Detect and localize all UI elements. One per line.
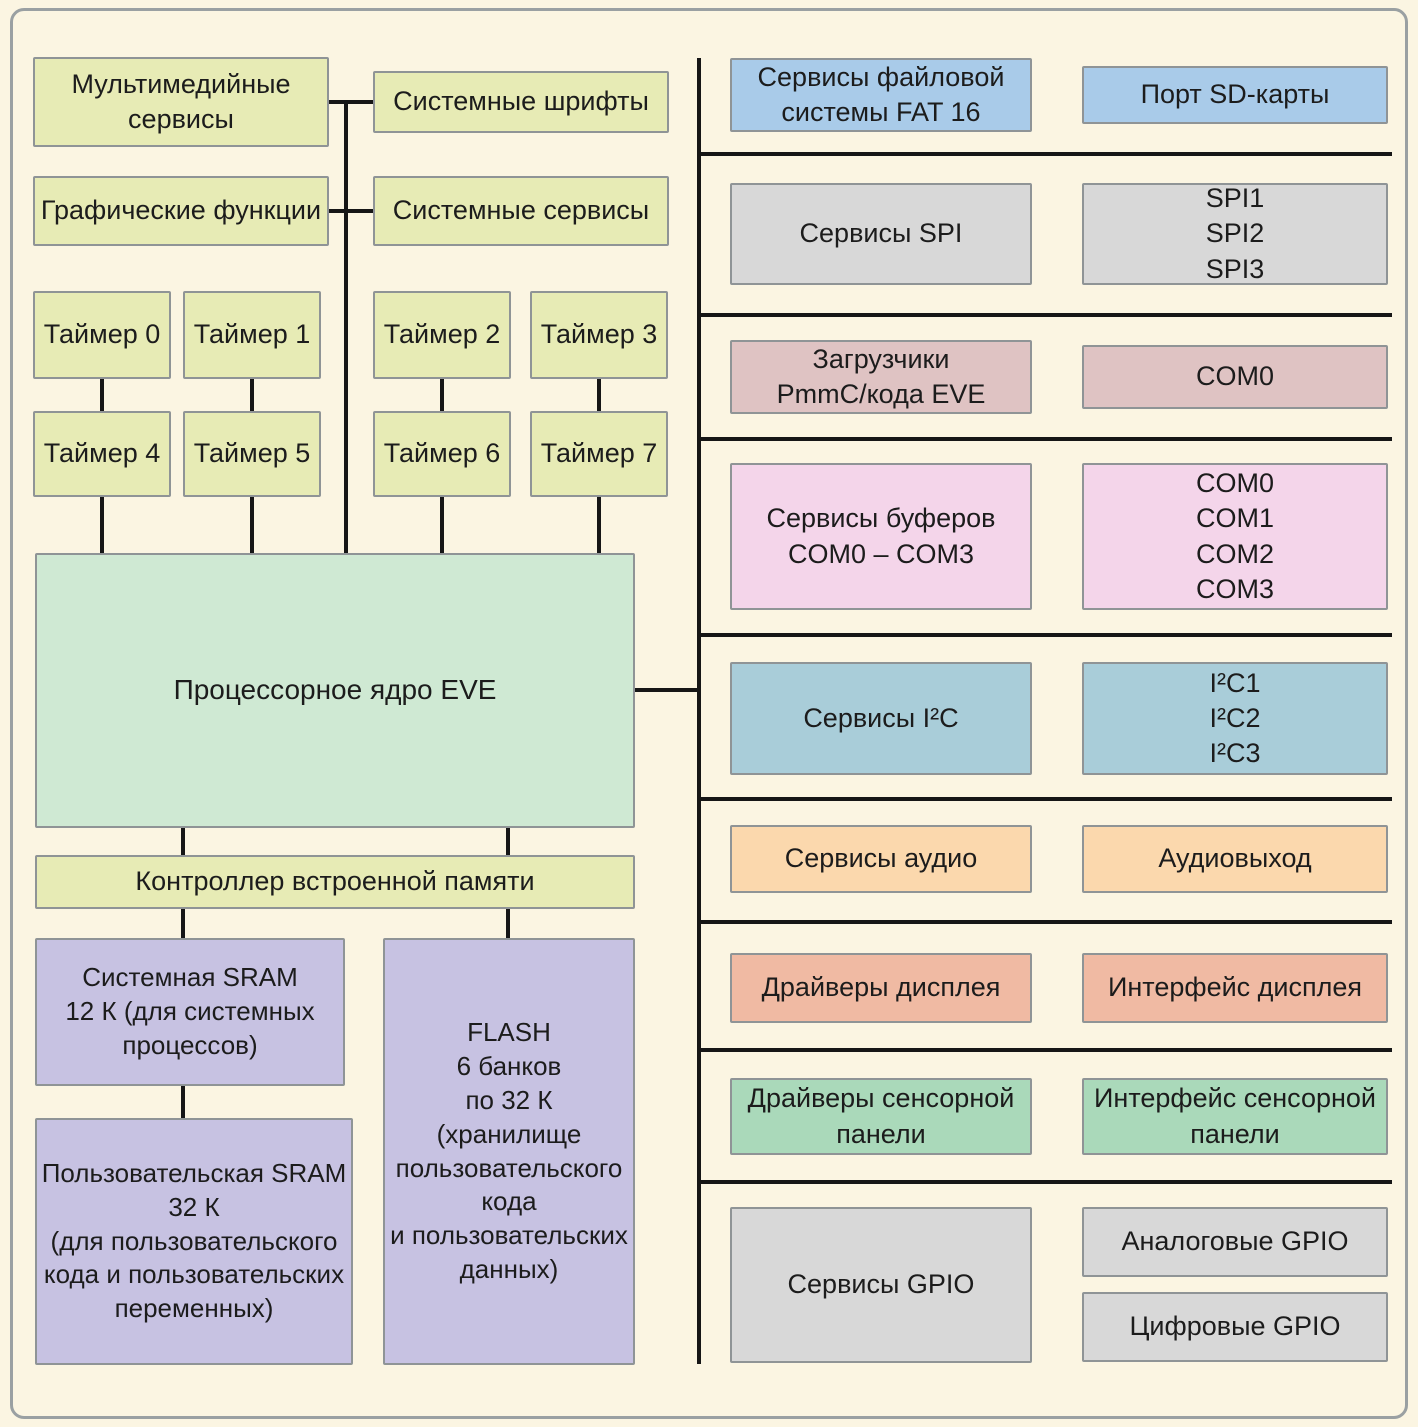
block-touch-drivers: Драйверы сенсорной панели: [730, 1078, 1032, 1155]
block-bootloaders: Загрузчики PmmC/кода EVE: [730, 340, 1032, 414]
block-system-services: Системные сервисы: [373, 176, 669, 246]
block-timer-1: Таймер 1: [183, 291, 321, 379]
connector-line: [250, 379, 254, 412]
divider-line: [697, 797, 1392, 801]
block-audio-output: Аудиовыход: [1082, 825, 1388, 893]
connector-line: [344, 100, 348, 555]
block-i2c-services: Сервисы I²C: [730, 662, 1032, 775]
block-spi-services: Сервисы SPI: [730, 183, 1032, 285]
divider-line: [697, 633, 1392, 637]
divider-line: [697, 437, 1392, 441]
connector-line: [181, 828, 185, 856]
block-spi-ports: SPI1 SPI2 SPI3: [1082, 183, 1388, 285]
connector-line: [506, 828, 510, 856]
block-multimedia-services: Мультимедийные сервисы: [33, 57, 329, 147]
block-timer-4: Таймер 4: [33, 411, 171, 497]
block-fat16-services: Сервисы файловой системы FAT 16: [730, 58, 1032, 132]
connector-line: [181, 909, 185, 939]
block-display-interface: Интерфейс дисплея: [1082, 953, 1388, 1023]
connector-line: [100, 379, 104, 412]
block-user-sram: Пользовательская SRAM 32 К (для пользова…: [35, 1118, 353, 1365]
divider-line: [697, 1048, 1392, 1052]
block-display-drivers: Драйверы дисплея: [730, 953, 1032, 1023]
connector-line: [100, 496, 104, 554]
block-flash: FLASH 6 банков по 32 К (хранилище пользо…: [383, 938, 635, 1365]
connector-line: [329, 209, 373, 213]
connector-line: [597, 496, 601, 554]
block-system-sram: Системная SRAM 12 К (для системных проце…: [35, 938, 345, 1086]
block-timer-3: Таймер 3: [530, 291, 668, 379]
connector-line: [329, 100, 373, 104]
block-system-fonts: Системные шрифты: [373, 71, 669, 133]
outer-frame: [10, 8, 1408, 1419]
block-graphic-functions: Графические функции: [33, 176, 329, 246]
block-sd-card-port: Порт SD-карты: [1082, 66, 1388, 124]
block-memory-controller: Контроллер встроенной памяти: [35, 855, 635, 909]
connector-line: [597, 379, 601, 412]
divider-line: [697, 1180, 1392, 1184]
block-com-ports: COM0 COM1 COM2 COM3: [1082, 463, 1388, 610]
block-analog-gpio: Аналоговые GPIO: [1082, 1207, 1388, 1277]
block-timer-7: Таймер 7: [530, 411, 668, 497]
block-timer-6: Таймер 6: [373, 411, 511, 497]
connector-line: [250, 496, 254, 554]
divider-line: [697, 152, 1392, 156]
divider-line: [697, 920, 1392, 924]
block-timer-0: Таймер 0: [33, 291, 171, 379]
block-timer-5: Таймер 5: [183, 411, 321, 497]
block-digital-gpio: Цифровые GPIO: [1082, 1292, 1388, 1362]
block-timer-2: Таймер 2: [373, 291, 511, 379]
connector-line: [181, 1086, 185, 1119]
divider-line: [697, 313, 1392, 317]
block-buffer-services: Сервисы буферов COM0 – COM3: [730, 463, 1032, 610]
block-cpu-core: Процессорное ядро EVE: [35, 553, 635, 828]
block-com0-port: COM0: [1082, 345, 1388, 409]
block-gpio-services: Сервисы GPIO: [730, 1207, 1032, 1363]
block-touch-interface: Интерфейс сенсорной панели: [1082, 1078, 1388, 1155]
block-audio-services: Сервисы аудио: [730, 825, 1032, 893]
connector-line: [440, 379, 444, 412]
cpu-bus-connector-line: [635, 688, 699, 692]
connector-line: [440, 496, 444, 554]
bus-line: [697, 58, 701, 1364]
block-i2c-ports: I²C1 I²C2 I²C3: [1082, 662, 1388, 775]
connector-line: [506, 909, 510, 939]
